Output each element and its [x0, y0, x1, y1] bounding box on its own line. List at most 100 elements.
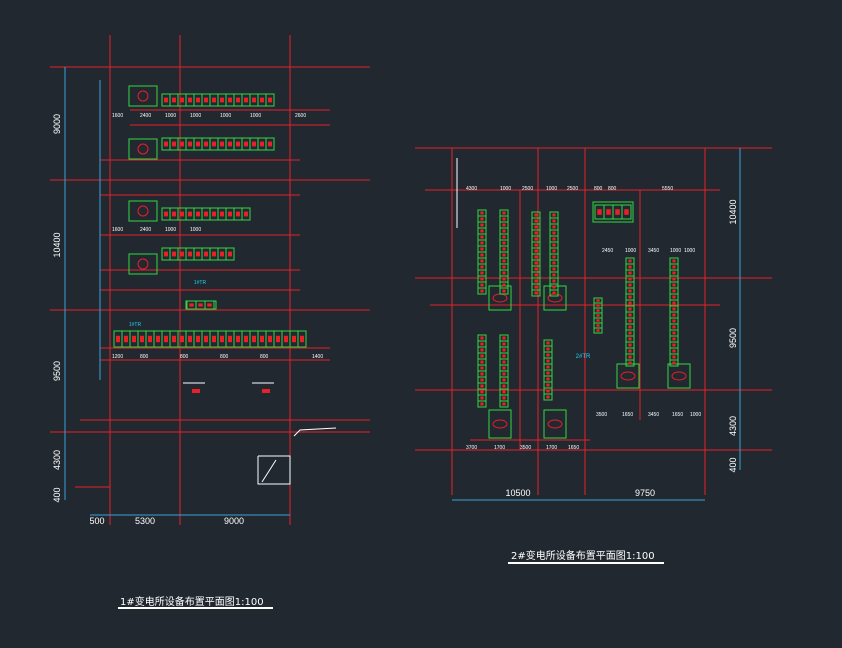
cabinet-cell-mark	[534, 291, 538, 295]
cabinet-cell-mark	[502, 390, 506, 394]
dim-400: 400	[52, 487, 62, 502]
mid-dim-2450: 2450	[602, 248, 613, 254]
plan-2-axis-lines	[415, 147, 772, 495]
dim-500: 500	[89, 516, 104, 526]
lr-dim-1000: 1000	[690, 412, 701, 418]
cabinet-cell-mark	[628, 265, 632, 269]
cabinet-cell-mark	[596, 309, 600, 312]
cabinet-cell	[265, 93, 275, 107]
cabinet-cell-mark	[628, 331, 632, 335]
cabinet-cell-mark	[188, 251, 192, 257]
cabinet-cell-mark	[260, 97, 264, 103]
plan-1-cabinet-rows	[113, 93, 307, 348]
cabinet-cell-mark	[502, 223, 506, 227]
cabinet-cell-mark	[172, 335, 176, 343]
top-dim-2500a: 2500	[522, 186, 533, 192]
cabinet-cell-mark	[672, 289, 676, 293]
cabinet-cell-mark	[628, 301, 632, 305]
cabinet-cell-mark	[502, 259, 506, 263]
plan-2-vertical-dims: 10400 9500 4300 400	[728, 199, 738, 472]
cabinet-cell-mark	[188, 97, 192, 103]
cabinet-cell-mark	[552, 249, 556, 253]
cabinet-cell-mark	[596, 314, 600, 317]
cabinet-cell-mark	[196, 141, 200, 147]
cabinet-cell-mark	[552, 285, 556, 289]
plan-2-dimension-lines	[452, 148, 741, 501]
top-dim-1000a: 1000	[500, 186, 511, 192]
cabinet-cell-mark	[628, 313, 632, 317]
cabinet-cell-mark	[502, 211, 506, 215]
cabinet-cell-mark	[212, 141, 216, 147]
cabinet-cell-mark	[552, 243, 556, 247]
cabinet-cell-mark	[228, 335, 232, 343]
cabinet-cell-mark	[480, 366, 484, 370]
cabinet-cell-mark	[164, 251, 168, 257]
cabinet-cell-mark	[534, 225, 538, 229]
cabinet-cell-mark	[552, 273, 556, 277]
cabinet-cell	[477, 287, 487, 295]
cabinet-cell-mark	[672, 319, 676, 323]
cabinet-cell-mark	[546, 341, 550, 345]
plan-2-mid-dims: 2450 1000 3450 1000 1000	[602, 248, 695, 254]
plan-1-transformers	[128, 85, 158, 275]
cabinet-cell-mark	[552, 213, 556, 217]
cab-dim2-1600: 1600	[112, 227, 123, 233]
cabinet-cell-mark	[148, 335, 152, 343]
plan-1-transformer-symbols	[137, 90, 149, 270]
dim2-9500: 9500	[728, 328, 738, 348]
bot-dim-1700b: 1700	[546, 445, 557, 451]
cabinet-cell-mark	[480, 223, 484, 227]
cabinet-cell-mark	[204, 211, 208, 217]
cabinet-cell-mark	[180, 141, 184, 147]
cabinet-cell-mark	[672, 361, 676, 365]
cabinet-cell-mark	[534, 231, 538, 235]
plan-1-cabinet-dims: 1600 2400 1000 1000 1000 1000 2600 1600 …	[112, 113, 323, 360]
bot-dim-3500: 3500	[520, 445, 531, 451]
cabinet-cell-mark	[268, 97, 272, 103]
cabinet-cell-mark	[502, 396, 506, 400]
top-dim-4300: 4300	[466, 186, 477, 192]
plan-1-axis-lines	[50, 35, 370, 525]
cabinet-cell-mark	[552, 255, 556, 259]
cabinet-cell-mark	[116, 335, 120, 343]
cabinet-cell	[531, 289, 541, 297]
cabinet-cell-mark	[672, 265, 676, 269]
cabinet-cell	[669, 359, 679, 367]
cabinet-cell-mark	[480, 360, 484, 364]
lr-dim-3500: 3500	[596, 412, 607, 418]
cabinet-cell	[549, 289, 559, 297]
cabinet-cell-mark	[672, 325, 676, 329]
cabinet-cell-mark	[534, 255, 538, 259]
plan-2: 10400 9500 4300 400 10500 9750 4300 1000…	[415, 147, 772, 501]
cabinet-cell-mark	[172, 251, 176, 257]
cabinet-cell-mark	[502, 366, 506, 370]
plan-2-horizontal-dims: 10500 9750	[505, 488, 655, 498]
cabinet-cell-mark	[164, 211, 168, 217]
cabinet-cell-mark	[164, 97, 168, 103]
cabinet-cell-mark	[552, 219, 556, 223]
cabinet-cell-mark	[552, 291, 556, 295]
bot-dim-1700a: 1700	[494, 445, 505, 451]
cabinet-cell-mark	[596, 329, 600, 332]
cabinet-cell-mark	[172, 97, 176, 103]
cabinet-cell-mark	[502, 336, 506, 340]
cabinet-cell-mark	[180, 251, 184, 257]
cabinet-cell-mark	[276, 335, 280, 343]
plan-1-small-cabinet	[185, 300, 217, 310]
lr-dim-1650a: 1650	[622, 412, 633, 418]
cabinet-cell-mark	[220, 335, 224, 343]
cabinet-cell-mark	[198, 303, 203, 307]
cabinet-cell-mark	[628, 271, 632, 275]
cabinet-cell-mark	[672, 343, 676, 347]
cabinet-cell-mark	[480, 277, 484, 281]
cabinet-cell-mark	[480, 289, 484, 293]
cabinet-cell	[297, 330, 307, 348]
cabinet-cell-mark	[204, 97, 208, 103]
mid-dim-1000c: 1000	[684, 248, 695, 254]
cabinet-cell-mark	[546, 347, 550, 351]
cabinet-cell-mark	[546, 389, 550, 393]
top-dim-800b: 800	[608, 186, 617, 192]
cabinet-cell-mark	[480, 247, 484, 251]
cabinet-cell-mark	[228, 251, 232, 257]
cabinet-cell-mark	[502, 348, 506, 352]
